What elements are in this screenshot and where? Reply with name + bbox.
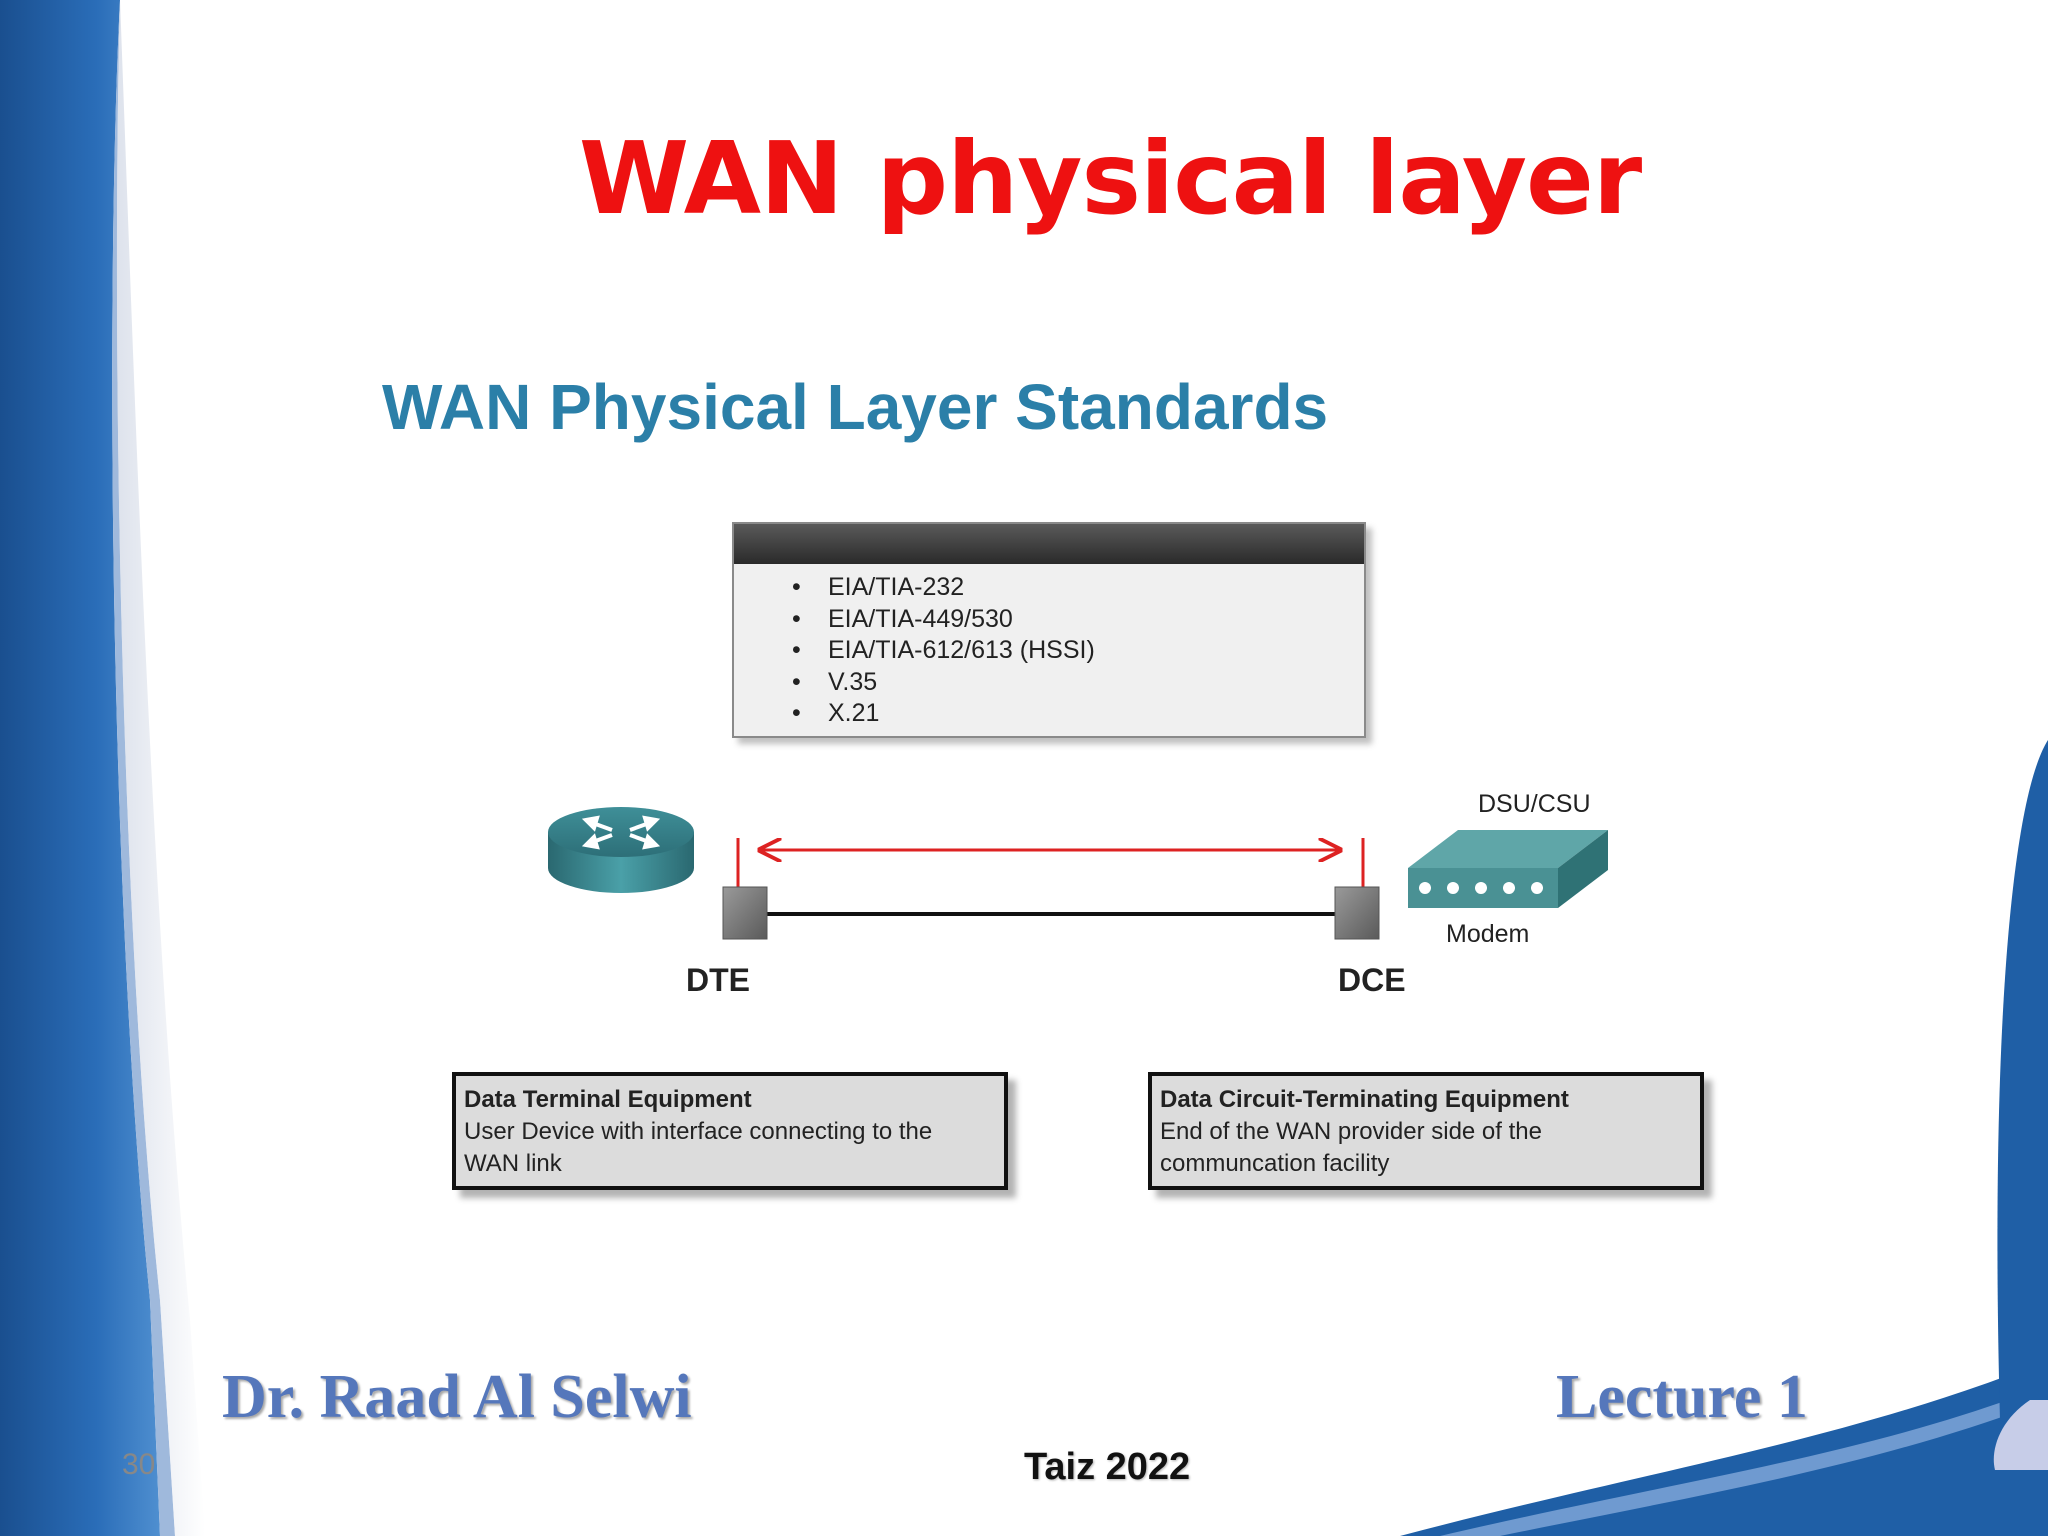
figure-heading: WAN Physical Layer Standards [382, 371, 1329, 443]
slide-title: WAN physical layer [578, 120, 1642, 237]
footer-place-year: Taiz 2022 [1024, 1446, 1191, 1488]
dce-box-line: End of the WAN provider side of the [1160, 1118, 1542, 1145]
dce-description-box: Data Circuit-Terminating Equipment End o… [1148, 1072, 1704, 1190]
dsu-csu-modem-icon [1408, 830, 1608, 908]
dce-box-title: Data Circuit-Terminating Equipment [1160, 1086, 1569, 1113]
dte-box-title: Data Terminal Equipment [464, 1086, 752, 1113]
standard-item: V.35 [792, 667, 1364, 699]
standards-box-header [734, 524, 1364, 564]
modem-top-label: DSU/CSU [1478, 790, 1591, 818]
standard-item: X.21 [792, 698, 1364, 730]
dce-label: DCE [1338, 962, 1406, 998]
page-number: 30 [122, 1448, 156, 1481]
dte-box-line: WAN link [464, 1150, 562, 1177]
standard-item: EIA/TIA-612/613 (HSSI) [792, 635, 1364, 667]
router-icon [548, 807, 694, 893]
dte-box-line: User Device with interface connecting to… [464, 1118, 933, 1145]
standard-item: EIA/TIA-449/530 [792, 604, 1364, 636]
dce-box-line: communcation facility [1160, 1150, 1390, 1177]
lecture-label: Lecture 1 [1556, 1363, 1808, 1431]
modem-bottom-label: Modem [1446, 920, 1530, 948]
standard-item: EIA/TIA-232 [792, 572, 1364, 604]
standards-box: EIA/TIA-232 EIA/TIA-449/530 EIA/TIA-612/… [732, 522, 1366, 738]
dte-description-box: Data Terminal Equipment User Device with… [452, 1072, 1008, 1190]
dce-connector [1334, 886, 1380, 940]
dte-connector [722, 886, 768, 940]
author-name: Dr. Raad Al Selwi [222, 1363, 692, 1431]
dte-label: DTE [686, 962, 750, 998]
standards-list: EIA/TIA-232 EIA/TIA-449/530 EIA/TIA-612/… [734, 572, 1364, 730]
